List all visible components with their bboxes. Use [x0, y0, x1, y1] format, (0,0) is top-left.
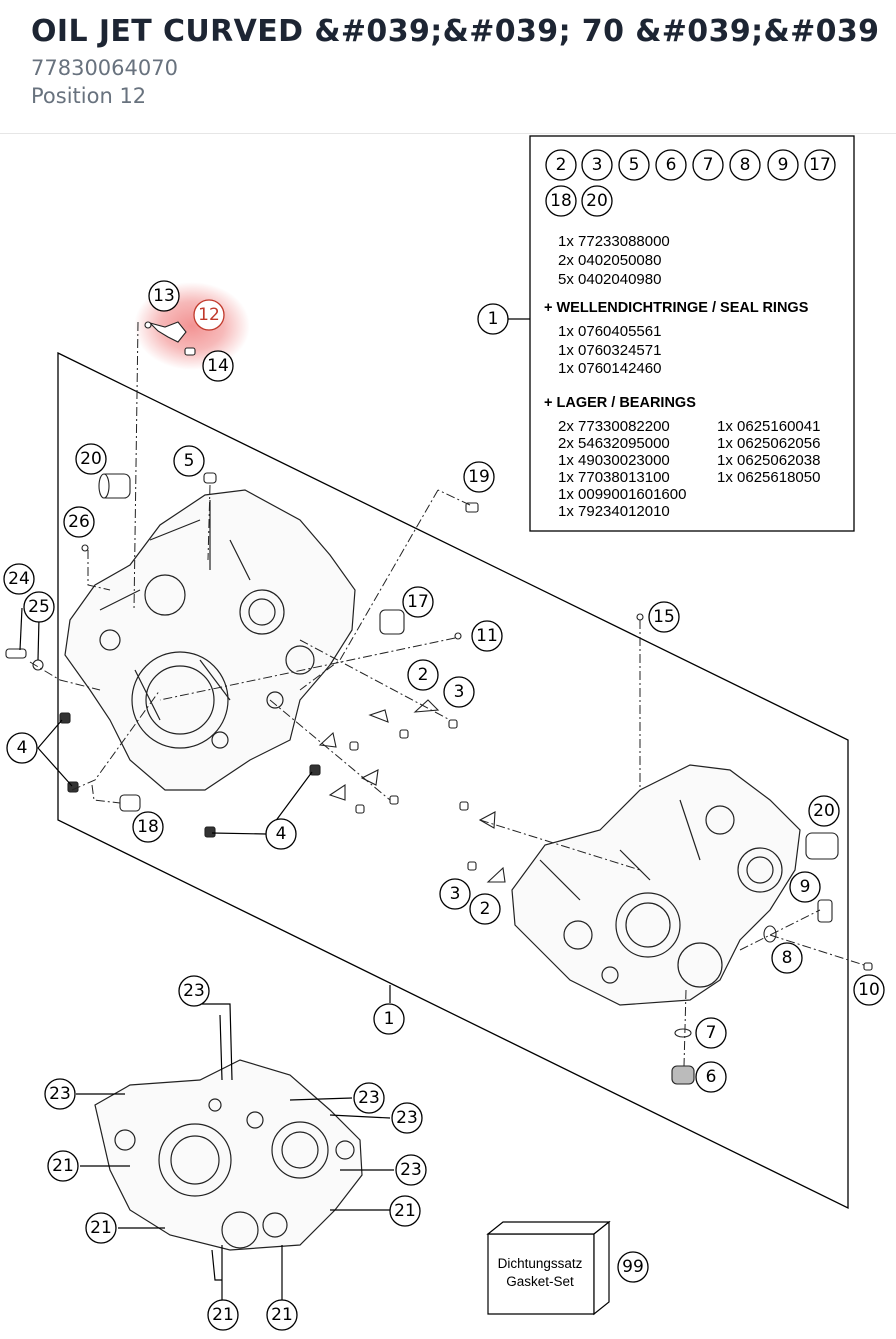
seal-1: 1x 0760405561	[558, 323, 661, 340]
callout-23-d: 23	[396, 1108, 418, 1128]
callout-7: 7	[706, 1023, 717, 1043]
seal-2: 1x 0760324571	[558, 342, 661, 359]
callout-24: 24	[8, 569, 30, 589]
callout-8: 8	[782, 948, 793, 968]
callout-21-a: 21	[90, 1218, 112, 1238]
callout-3-right: 3	[450, 884, 461, 904]
bearing-right-4: 1x 0625618050	[717, 469, 820, 486]
kit-ref-2: 2	[556, 155, 567, 175]
callout-23-a: 23	[183, 981, 205, 1001]
callout-26: 26	[68, 512, 90, 532]
callout-labels: 1 1 2 2 3 3 4 4 5 6 7 8 9 10 11 12 13 14…	[8, 286, 880, 1325]
callout-10: 10	[858, 980, 880, 1000]
callout-5: 5	[184, 451, 195, 471]
assembly-lines	[29, 321, 865, 1067]
callout-15: 15	[653, 607, 675, 627]
kit-ref-3: 3	[592, 155, 603, 175]
bottom-crankcase	[94, 1059, 363, 1251]
seal-rings-heading: + WELLENDICHTRINGE / SEAL RINGS	[544, 300, 809, 316]
right-crankcase-half	[511, 764, 801, 1006]
kit-included-circles	[545, 149, 836, 217]
callout-19: 19	[468, 467, 490, 487]
position-label: Position 12	[31, 84, 147, 108]
seal-3: 1x 0760142460	[558, 360, 661, 377]
part-title: OIL JET CURVED &#039;&#039; 70 &#039;&#0…	[31, 14, 880, 49]
callout-3-left: 3	[454, 682, 465, 702]
kit-included-labels: 2 3 5 6 7 8 9 17 18 20	[550, 155, 831, 211]
callout-21-d: 21	[271, 1305, 293, 1325]
callout-4-bottom: 4	[276, 824, 287, 844]
callout-circles	[3, 280, 885, 1331]
crankcase-frame	[57, 351, 849, 1210]
left-crankcase-half	[64, 489, 356, 791]
bearing-left-2: 2x 54632095000	[558, 435, 670, 452]
callout-13: 13	[153, 286, 175, 306]
callout-9: 9	[800, 877, 811, 897]
kit-ref-7: 7	[703, 155, 714, 175]
kit-ref-18: 18	[550, 191, 572, 211]
bearings-heading: + LAGER / BEARINGS	[544, 395, 696, 411]
leader-lines	[19, 318, 530, 1300]
gasket-set-line1: Dichtungssatz	[498, 1256, 583, 1271]
callout-17: 17	[407, 592, 429, 612]
part-header: OIL JET CURVED &#039;&#039; 70 &#039;&#0…	[0, 0, 896, 134]
callout-23-b: 23	[49, 1084, 71, 1104]
callout-2-left: 2	[418, 665, 429, 685]
kit-ref-8: 8	[740, 155, 751, 175]
bearing-left-6: 1x 79234012010	[558, 503, 670, 520]
bearing-right-1: 1x 0625160041	[717, 418, 820, 435]
gasket-set-box	[486, 1220, 611, 1316]
bearing-right-2: 1x 0625062056	[717, 435, 820, 452]
callout-21-b: 21	[52, 1156, 74, 1176]
callout-2-right: 2	[480, 899, 491, 919]
gasket-set-text: Dichtungssatz Gasket-Set	[498, 1256, 583, 1289]
callout-6: 6	[706, 1067, 717, 1087]
small-parts	[5, 321, 873, 1085]
diagram-svg: 1 1 2 2 3 3 4 4 5 6 7 8 9 10 11 12 13 14…	[3, 135, 885, 1331]
kit-ref-5: 5	[629, 155, 640, 175]
callout-20-right: 20	[813, 801, 835, 821]
kit-hardware-3: 5x 0402040980	[558, 271, 661, 288]
kit-ref-17: 17	[809, 155, 831, 175]
bearing-left-1: 2x 77330082200	[558, 418, 670, 435]
kit-ref-9: 9	[778, 155, 789, 175]
callout-23-e: 23	[400, 1160, 422, 1180]
callout-20-left: 20	[80, 449, 102, 469]
kit-hardware-2: 2x 0402050080	[558, 252, 661, 269]
exploded-diagram: 1 1 2 2 3 3 4 4 5 6 7 8 9 10 11 12 13 14…	[0, 134, 896, 1335]
gasket-set-line2: Gasket-Set	[506, 1274, 574, 1289]
callout-1-frame: 1	[384, 1009, 395, 1029]
callout-14: 14	[207, 356, 229, 376]
callout-99: 99	[622, 1257, 644, 1277]
bearing-left-4: 1x 77038013100	[558, 469, 670, 486]
kit-ref-6: 6	[666, 155, 677, 175]
callout-25: 25	[28, 597, 50, 617]
callout-21-c: 21	[212, 1305, 234, 1325]
part-number: 77830064070	[31, 56, 178, 80]
callout-18: 18	[137, 817, 159, 837]
callout-4-left: 4	[17, 738, 28, 758]
kit-ref-20: 20	[586, 191, 608, 211]
callout-12-highlighted: 12	[198, 305, 220, 325]
callout-11: 11	[476, 626, 498, 646]
callout-1-kit: 1	[488, 309, 499, 329]
bearing-left-3: 1x 49030023000	[558, 452, 670, 469]
kit-hardware-1: 1x 77233088000	[558, 233, 670, 250]
kit-box-text: 1x 77233088000 2x 0402050080 5x 04020409…	[544, 233, 820, 520]
bearing-right-3: 1x 0625062038	[717, 452, 820, 469]
bearing-left-5: 1x 0099001601600	[558, 486, 686, 503]
callout-23-c: 23	[358, 1088, 380, 1108]
callout-21-e: 21	[394, 1201, 416, 1221]
